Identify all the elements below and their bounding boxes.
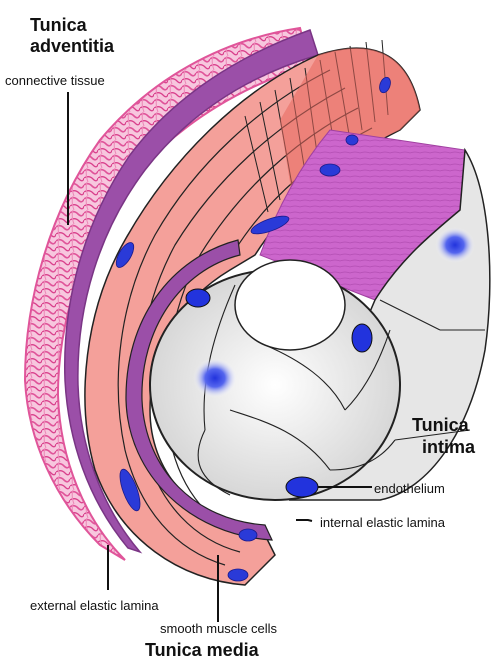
intima-title-line2: intima <box>422 437 476 457</box>
leader-lines <box>67 92 372 622</box>
nucleus-lumen-top <box>185 288 211 308</box>
adventitia-title-line1: Tunica <box>30 15 87 35</box>
lumen-opening <box>234 259 346 351</box>
nucleus-endothelium-bottom <box>285 476 319 498</box>
adventitia-title-line2: adventitia <box>30 36 115 56</box>
nucleus-left-lumen <box>193 358 237 398</box>
smooth-muscle-nuclei <box>115 76 391 582</box>
smooth-muscle-cells-label: smooth muscle cells <box>160 621 278 636</box>
endothelial-cell-boundaries <box>197 284 485 496</box>
external-elastic-lamina-label: external elastic lamina <box>30 598 159 613</box>
internal-elastic-lamina-ring <box>125 239 273 541</box>
nucleus-right-tube <box>435 227 475 263</box>
intima-title-line1: Tunica <box>412 415 469 435</box>
endothelium-label: endothelium <box>374 481 445 496</box>
internal-elastic-lamina-leader <box>296 519 313 522</box>
nucleus-lumen-right <box>351 323 373 353</box>
internal-elastic-lamina-label: internal elastic lamina <box>320 515 446 530</box>
external-elastic-lamina-band <box>63 29 319 554</box>
connective-tissue-label: connective tissue <box>5 73 105 88</box>
media-title: Tunica media <box>145 640 259 660</box>
